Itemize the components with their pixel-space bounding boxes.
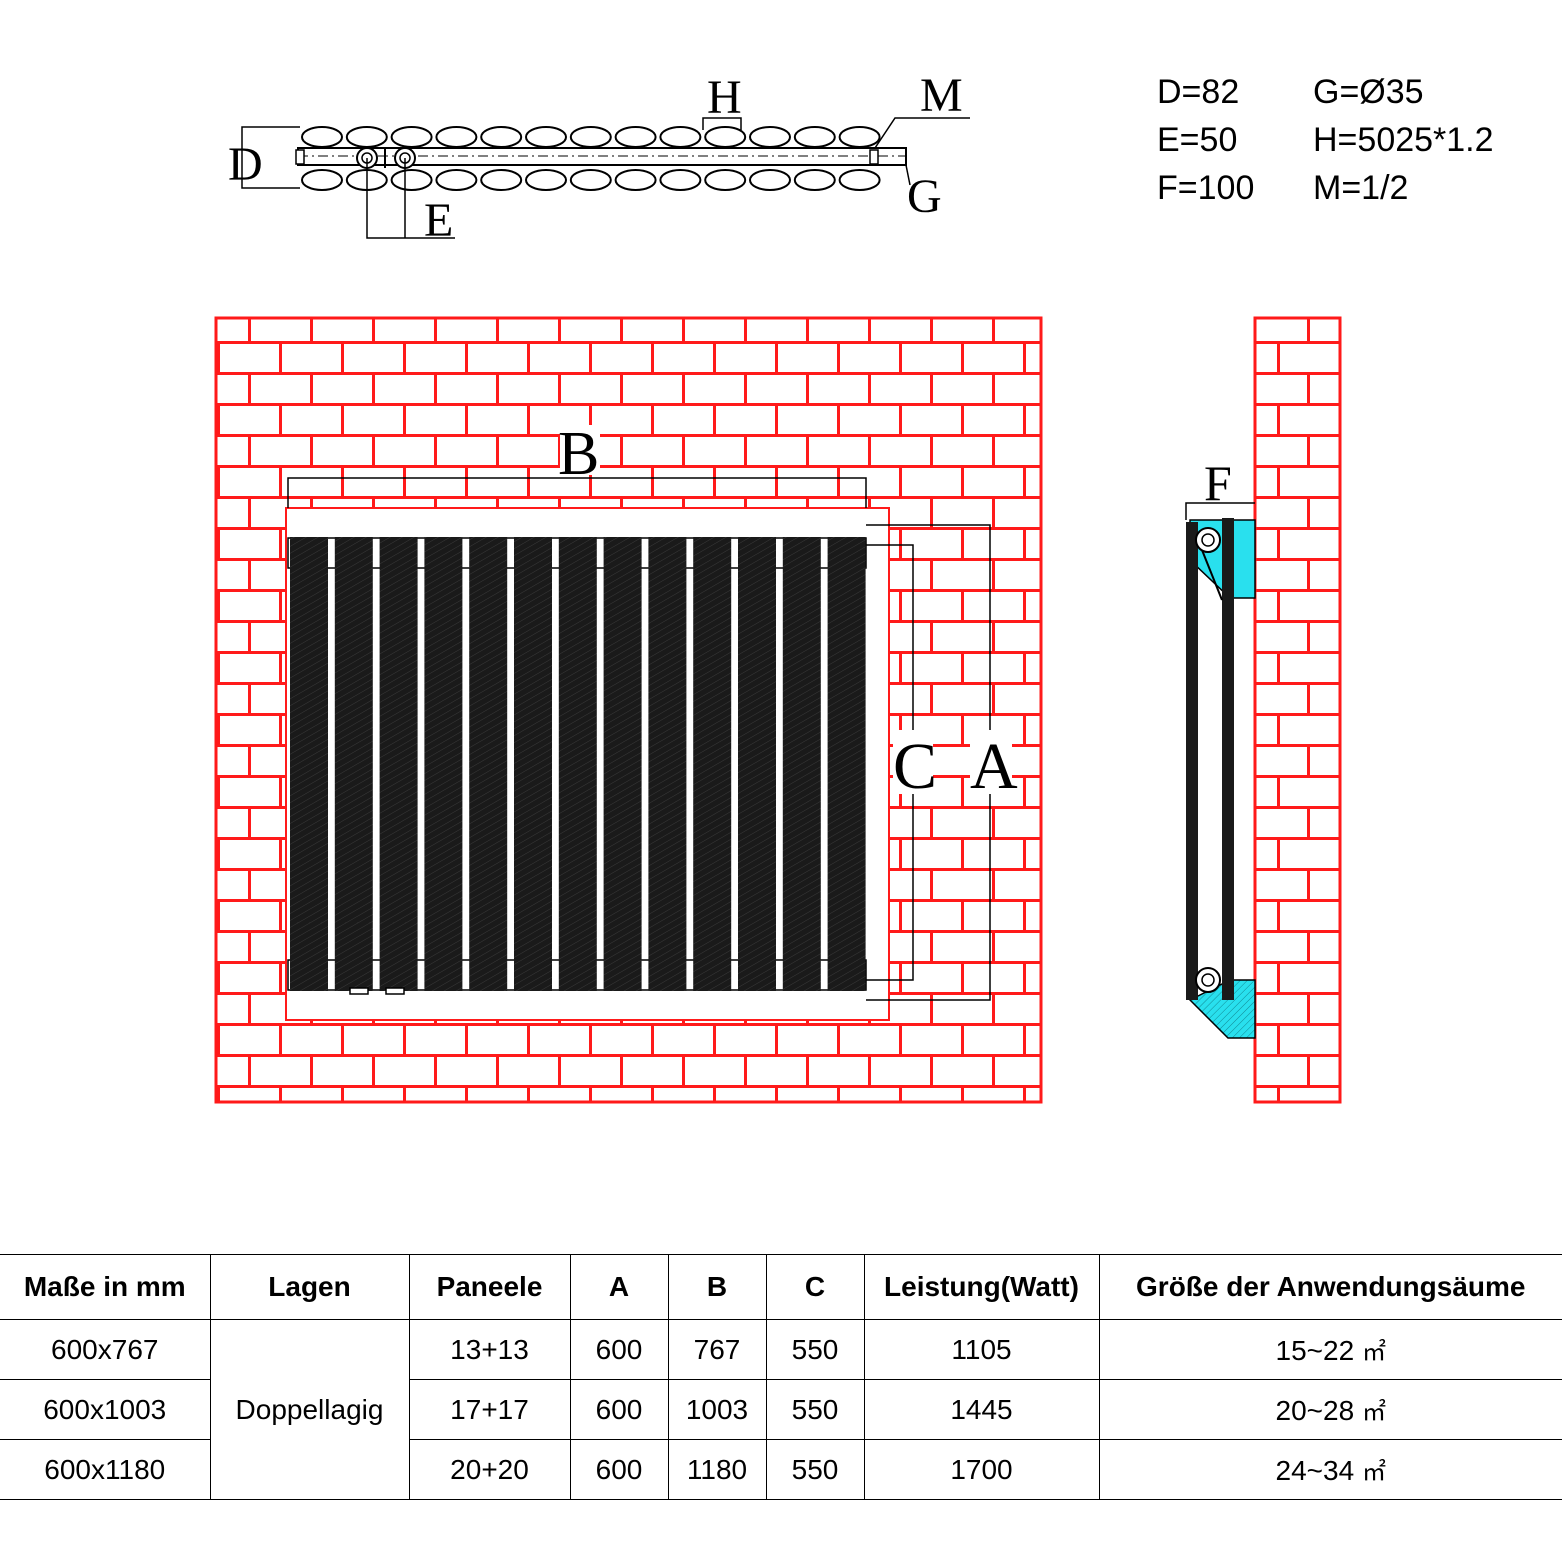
header-a: A — [569, 1254, 668, 1320]
top-view-tube-back — [301, 169, 343, 191]
cell-size: 600x1003 — [0, 1379, 210, 1440]
top-view-tube-front — [390, 126, 433, 148]
cell-area: 15~22 ㎡ — [1098, 1319, 1562, 1380]
radiator-panel — [469, 537, 508, 991]
spec-h: H=5025*1.2 — [1313, 121, 1494, 159]
top-view-tube-front — [435, 126, 478, 148]
cell-c: 550 — [765, 1319, 864, 1380]
spec-f: F=100 — [1157, 169, 1255, 207]
label-h: H — [707, 71, 742, 124]
top-view-tube-front — [301, 126, 343, 148]
top-view-tube-front — [749, 126, 791, 148]
spec-e: E=50 — [1157, 121, 1238, 159]
cell-power: 1105 — [863, 1319, 1099, 1380]
cell-size: 600x1180 — [0, 1439, 210, 1500]
header-panels: Paneele — [408, 1254, 570, 1320]
radiator-panel — [738, 537, 776, 991]
top-view-tube-back — [704, 169, 747, 191]
header-c: C — [765, 1254, 864, 1320]
cell-b: 767 — [667, 1319, 766, 1380]
brick-wall-side — [1253, 316, 1342, 1104]
table-header-row: Maße in mm Lagen Paneele A B C Leistung(… — [0, 1254, 1562, 1320]
radiator-panel — [290, 537, 328, 991]
cell-c: 550 — [765, 1379, 864, 1440]
top-view-tube-back — [749, 169, 791, 191]
cell-panels: 13+13 — [408, 1319, 570, 1380]
radiator-panel — [693, 537, 732, 991]
top-view-tube-back — [659, 169, 702, 191]
top-view-tube-front — [525, 126, 567, 148]
label-c: C — [893, 730, 937, 803]
cell-c: 550 — [765, 1439, 864, 1500]
top-view-tube-back — [569, 169, 612, 191]
top-view-tube-front — [838, 126, 881, 148]
radiator-panel — [334, 537, 373, 991]
top-view-tube-back — [614, 169, 657, 191]
top-view-tube-front — [345, 126, 388, 148]
spec-g: G=Ø35 — [1313, 73, 1424, 111]
cell-size: 600x767 — [0, 1319, 210, 1380]
top-view-tube-back — [793, 169, 836, 191]
label-a: A — [970, 730, 1018, 803]
top-view-tube-back — [435, 169, 478, 191]
radiator-panel — [603, 537, 642, 991]
front-view-section: B C A — [214, 316, 1043, 1104]
cell-panels: 20+20 — [408, 1439, 570, 1500]
radiator-panel — [648, 537, 687, 991]
top-view-tube-front — [614, 126, 657, 148]
header-area: Größe der Anwendungsäume — [1098, 1254, 1562, 1320]
label-m: M — [920, 69, 963, 122]
radiator-panel — [514, 537, 552, 991]
cell-power: 1445 — [863, 1379, 1099, 1440]
header-power: Leistung(Watt) — [863, 1254, 1099, 1320]
cell-layers: Doppellagig — [209, 1319, 409, 1500]
cell-area: 24~34 ㎡ — [1098, 1439, 1562, 1500]
side-view-section: F — [1185, 316, 1342, 1104]
top-view-tube-front — [793, 126, 836, 148]
top-view-tube-back — [390, 169, 433, 191]
cell-a: 600 — [569, 1319, 668, 1380]
cell-a: 600 — [569, 1379, 668, 1440]
label-d: D — [228, 138, 263, 191]
label-f: F — [1204, 455, 1232, 511]
radiator-technical-drawing: D E H M G B C A — [214, 69, 1342, 1104]
cell-power: 1700 — [863, 1439, 1099, 1500]
radiator-panels — [290, 537, 866, 991]
label-b: B — [558, 420, 599, 488]
cell-b: 1003 — [667, 1379, 766, 1440]
top-view-tube-front — [569, 126, 612, 148]
label-e: E — [424, 194, 453, 247]
cell-b: 1180 — [667, 1439, 766, 1500]
cell-a: 600 — [569, 1439, 668, 1500]
header-layers: Lagen — [209, 1254, 409, 1320]
top-view-tube-back — [525, 169, 567, 191]
top-view-tube-front — [480, 126, 523, 148]
radiator-panel — [379, 537, 418, 991]
radiator-panel — [558, 537, 597, 991]
table-row: 600x767 Doppellagig 13+13 600 767 550 11… — [0, 1319, 1562, 1500]
spec-m: M=1/2 — [1313, 169, 1409, 207]
top-view-tube-front — [704, 126, 747, 148]
spec-d: D=82 — [1157, 73, 1240, 111]
cell-panels: 17+17 — [408, 1379, 570, 1440]
top-view-tube-back — [838, 169, 881, 191]
radiator-panel — [827, 537, 866, 991]
radiator-panel — [424, 537, 463, 991]
cell-area: 20~28 ㎡ — [1098, 1379, 1562, 1440]
table-row: 600x1180 20+20 600 1180 550 1700 24~34 ㎡ — [0, 1439, 1562, 1500]
label-g: G — [907, 170, 942, 223]
top-view-section: D E H M G — [228, 69, 970, 247]
table-row: 600x1003 17+17 600 1003 550 1445 20~28 ㎡ — [0, 1379, 1562, 1440]
dimensions-table: Maße in mm Lagen Paneele A B C Leistung(… — [0, 1254, 1562, 1500]
radiator-panel — [782, 537, 821, 991]
top-view-tube-front — [659, 126, 702, 148]
header-size: Maße in mm — [0, 1254, 210, 1320]
top-view-tube-back — [480, 169, 523, 191]
header-b: B — [667, 1254, 766, 1320]
